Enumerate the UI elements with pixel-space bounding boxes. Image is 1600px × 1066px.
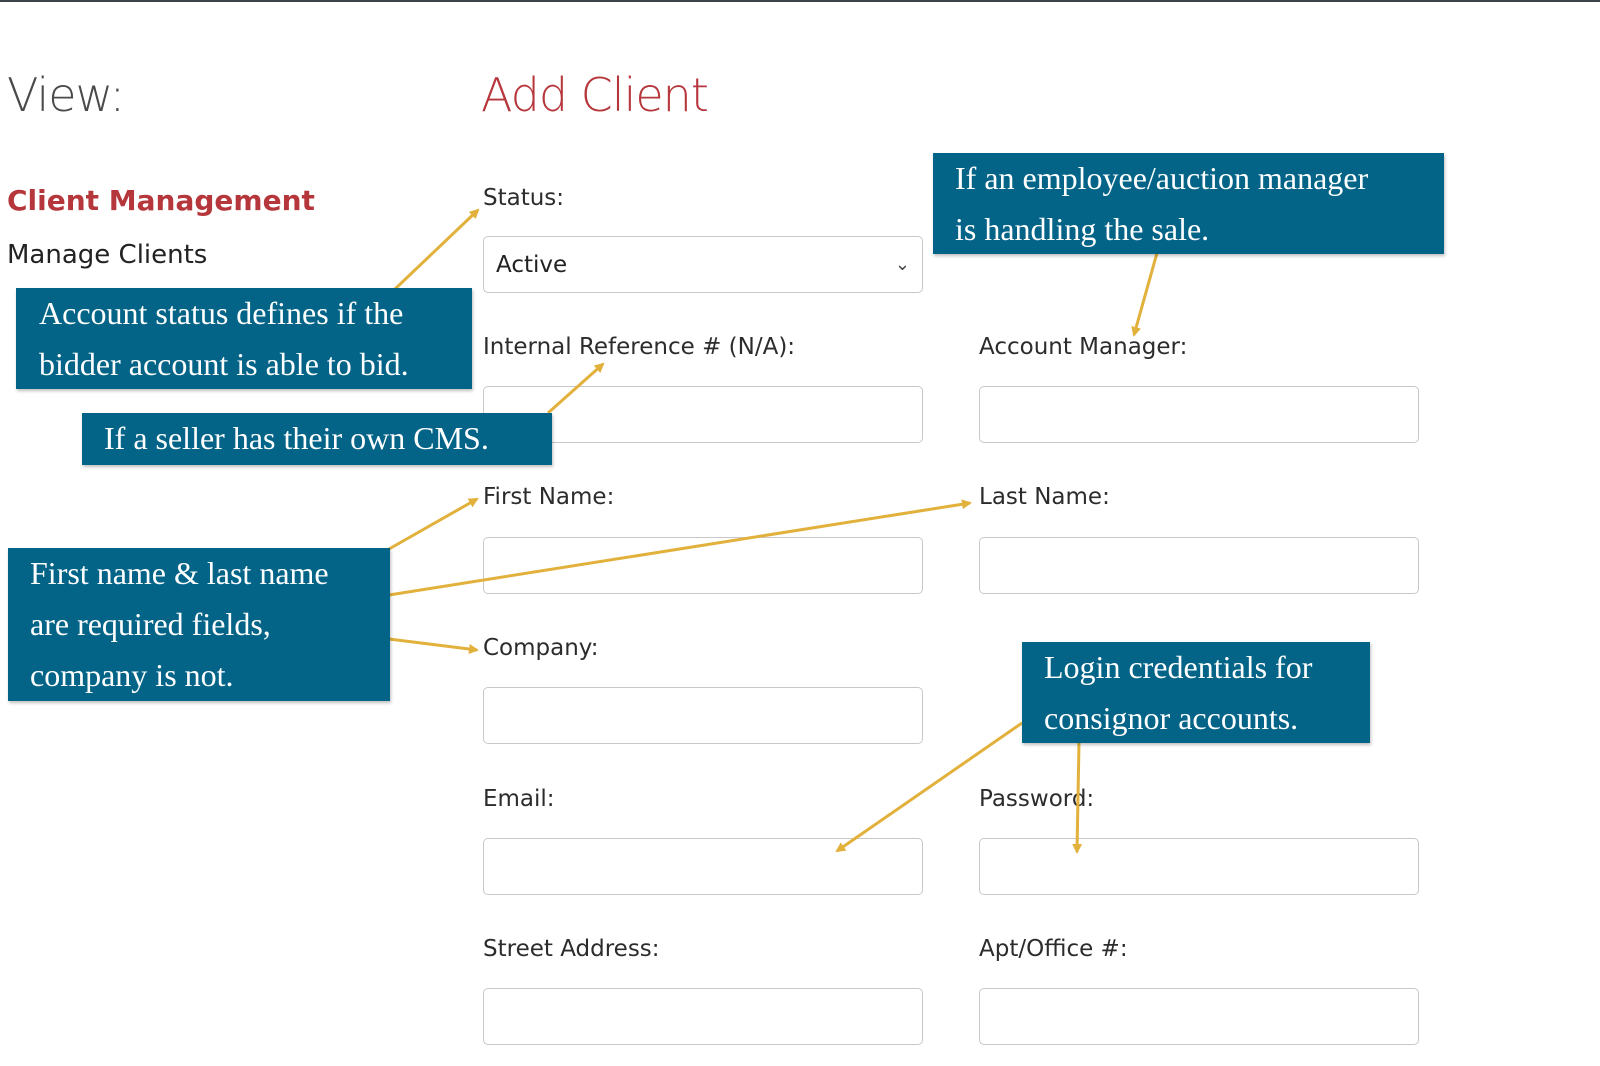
status-selected-value: Active xyxy=(496,251,568,278)
callout-account-manager: If an employee/auction manager is handli… xyxy=(933,153,1444,254)
email-label: Email: xyxy=(483,786,555,812)
callout-login-credentials: Login credentials for consignor accounts… xyxy=(1022,642,1370,743)
callout-account-status-line1: Account status defines if the xyxy=(39,295,404,331)
street-address-input[interactable] xyxy=(483,988,923,1045)
account-manager-input[interactable] xyxy=(979,386,1419,443)
arrow-status xyxy=(393,208,480,291)
callout-required-fields-line2: are required fields, xyxy=(30,606,271,642)
callout-account-manager-line2: is handling the sale. xyxy=(955,211,1210,247)
sidebar-link-manage-clients[interactable]: Manage Clients xyxy=(7,240,208,270)
callout-cms-text: If a seller has their own CMS. xyxy=(104,420,489,456)
password-label: Password: xyxy=(979,786,1095,812)
status-select[interactable]: Active ⌄ xyxy=(483,236,923,293)
apt-office-label: Apt/Office #: xyxy=(979,936,1128,962)
page-title: Add Client xyxy=(481,68,709,122)
internal-reference-label: Internal Reference # (N/A): xyxy=(483,334,796,360)
callout-account-manager-line1: If an employee/auction manager xyxy=(955,160,1369,196)
arrow-company xyxy=(388,637,479,654)
callout-account-status: Account status defines if the bidder acc… xyxy=(16,288,472,389)
first-name-input[interactable] xyxy=(483,537,923,594)
password-input[interactable] xyxy=(979,838,1419,895)
top-border xyxy=(0,0,1600,2)
first-name-label: First Name: xyxy=(483,484,615,510)
account-manager-label: Account Manager: xyxy=(979,334,1188,360)
callout-required-fields-line3: company is not. xyxy=(30,657,234,693)
street-address-label: Street Address: xyxy=(483,936,660,962)
callout-account-status-line2: bidder account is able to bid. xyxy=(39,346,409,382)
callout-login-credentials-line2: consignor accounts. xyxy=(1044,700,1299,736)
sidebar-heading-client-management: Client Management xyxy=(7,184,315,217)
chevron-down-icon: ⌄ xyxy=(894,254,910,275)
status-label: Status: xyxy=(483,185,565,211)
arrow-first-name xyxy=(388,497,479,551)
company-label: Company: xyxy=(483,635,599,661)
arrow-account-manager xyxy=(1131,252,1159,337)
callout-required-fields-line1: First name & last name xyxy=(30,555,329,591)
callout-cms: If a seller has their own CMS. xyxy=(82,413,552,465)
email-input[interactable] xyxy=(483,838,923,895)
company-input[interactable] xyxy=(483,687,923,744)
view-title: View: xyxy=(7,68,125,122)
callout-required-fields: First name & last name are required fiel… xyxy=(8,548,390,701)
last-name-label: Last Name: xyxy=(979,484,1110,510)
callout-login-credentials-line1: Login credentials for xyxy=(1044,649,1313,685)
apt-office-input[interactable] xyxy=(979,988,1419,1045)
last-name-input[interactable] xyxy=(979,537,1419,594)
